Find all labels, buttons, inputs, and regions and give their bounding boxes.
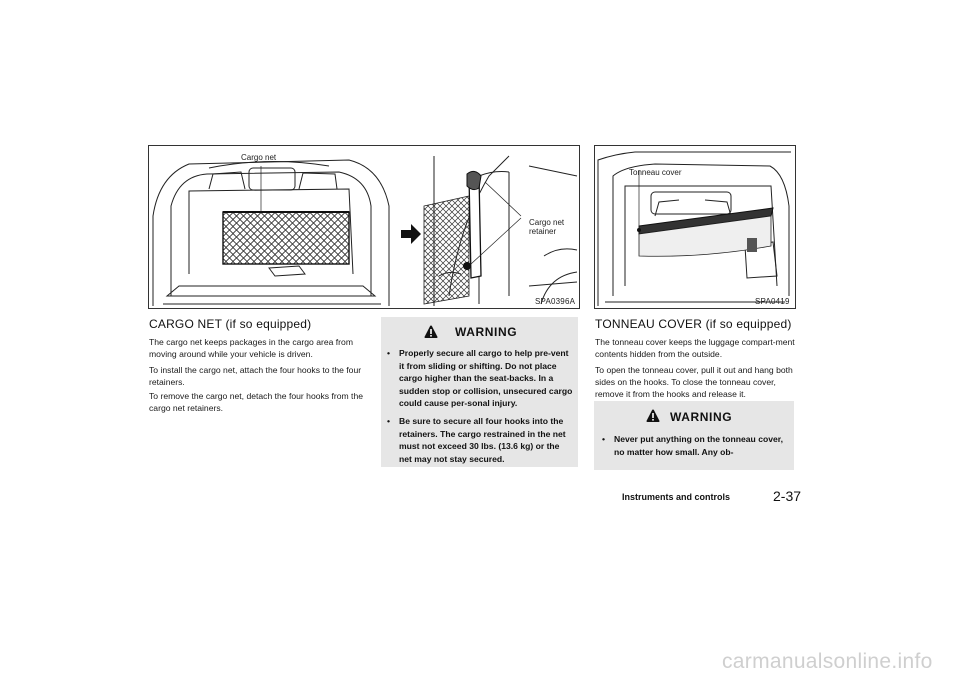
retainer-callout-line1: Cargo net [529,218,565,227]
footer-section-title: Instruments and controls [622,492,731,502]
warning-title: WARNING [670,410,733,424]
tonneau-callout: Tonneau cover [629,168,682,177]
watermark-text: carmanualsonline.info [722,650,933,673]
warning-box: WARNING • Never put anything on the tonn… [594,401,794,470]
warning-title: WARNING [455,325,518,339]
warning-icon [424,325,438,338]
section-heading: CARGO NET (if so equipped) [149,317,312,331]
warning-item: • Properly secure all cargo to help pre-… [387,347,573,410]
warning-item-text: Be sure to secure all four hooks into th… [399,416,566,464]
tonneau-illustration [597,151,791,306]
warning-item: • Be sure to secure all four hooks into … [387,415,573,465]
body-paragraph: The cargo net keeps packages in the carg… [149,337,353,359]
tonneau-figure: Tonneau cover SPA0419 [594,145,796,309]
figure-code: SPA0396A [535,297,576,306]
page-number: 2-37 [773,488,802,504]
warning-box: WARNING • Properly secure all cargo to h… [381,317,578,467]
warning-item-text: Properly secure all cargo to help pre-ve… [399,348,573,408]
bullet-icon: • [387,348,391,358]
body-paragraph: To open the tonneau cover, pull it out a… [595,365,793,399]
bullet-icon: • [602,434,606,444]
cargo-net-illustration [152,155,578,306]
body-paragraph: To install the cargo net, attach the fou… [149,365,362,387]
retainer-callout-line2: retainer [529,227,557,236]
retainer-callout: Cargo net retainer [529,218,564,236]
body-paragraph: To remove the cargo net, detach the four… [149,391,364,413]
figure-code: SPA0419 [755,297,790,306]
cargo-net-figure: Cargo net Cargo net retainer SPA0396A [148,145,580,309]
warning-item-text: Never put anything on the tonneau cover,… [614,434,784,457]
cargo-net-callout: Cargo net [241,153,277,162]
warning-item: • Never put anything on the tonneau cove… [602,433,788,458]
body-paragraph: The tonneau cover keeps the luggage comp… [595,337,795,359]
section-heading: TONNEAU COVER (if so equipped) [595,317,792,331]
bullet-icon: • [387,416,391,426]
warning-icon [646,409,660,422]
